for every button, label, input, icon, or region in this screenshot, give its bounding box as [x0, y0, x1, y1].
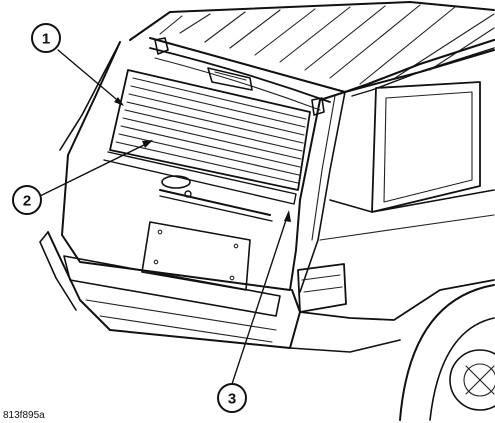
leader-line-1 — [57, 49, 123, 105]
arrowhead-1 — [114, 97, 124, 106]
leader-lines — [39, 49, 291, 385]
callout-1-number: 1 — [42, 31, 50, 48]
callout-1: 1 — [31, 23, 61, 53]
rear-wiper — [159, 175, 273, 222]
callout-2-number: 2 — [23, 193, 31, 210]
side-body — [289, 81, 495, 421]
callout-2: 2 — [12, 185, 42, 215]
arrowhead-2 — [142, 140, 153, 148]
leader-line-3 — [231, 213, 289, 385]
arrowhead-3 — [284, 210, 291, 222]
figure-id: 813f895a — [3, 410, 45, 421]
roof — [129, 1, 495, 97]
callout-3: 3 — [217, 383, 247, 413]
rear-bumper — [39, 231, 301, 349]
rear-window-glass — [103, 69, 311, 205]
leader-line-2 — [39, 141, 151, 197]
callout-3-number: 3 — [228, 391, 236, 408]
liftgate-body — [59, 37, 346, 293]
